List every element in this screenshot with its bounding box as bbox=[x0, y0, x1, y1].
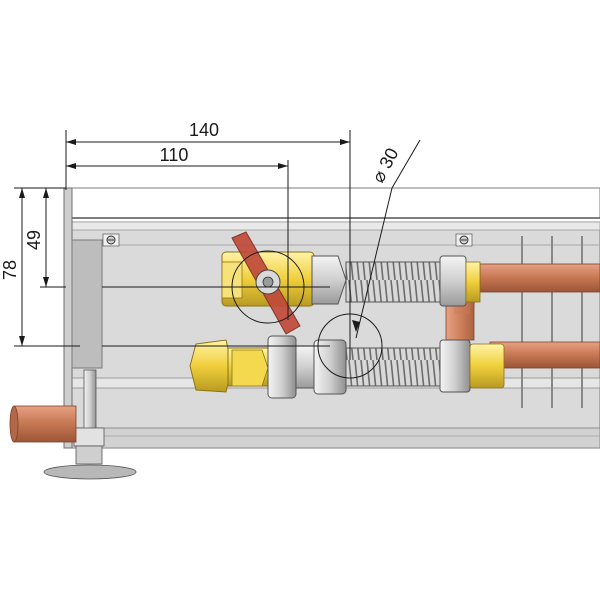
flexible-hose-lower bbox=[345, 347, 443, 387]
leveling-foot bbox=[43, 369, 137, 480]
screw-icon bbox=[455, 233, 473, 247]
flexible-hose-upper bbox=[345, 261, 443, 303]
dimension-lines bbox=[14, 130, 421, 379]
inlet-copper-pipe bbox=[9, 405, 77, 443]
dimension-label-140: 140 bbox=[189, 120, 219, 140]
return-line bbox=[189, 335, 505, 399]
screw-icon bbox=[102, 233, 120, 247]
end-plate bbox=[71, 239, 103, 369]
supply-line bbox=[221, 231, 481, 335]
convector-housing bbox=[63, 187, 600, 449]
dimension-label-diameter-30: 30 bbox=[375, 145, 402, 172]
dimension-label-49: 49 bbox=[24, 230, 44, 250]
dimension-label-78: 78 bbox=[0, 260, 20, 280]
copper-pipe-lower bbox=[489, 341, 600, 369]
valve-handle-icon[interactable] bbox=[231, 231, 301, 335]
top-grille-cover bbox=[65, 187, 600, 219]
dimension-label-110: 110 bbox=[160, 145, 189, 165]
dimension-arrows bbox=[19, 139, 360, 346]
